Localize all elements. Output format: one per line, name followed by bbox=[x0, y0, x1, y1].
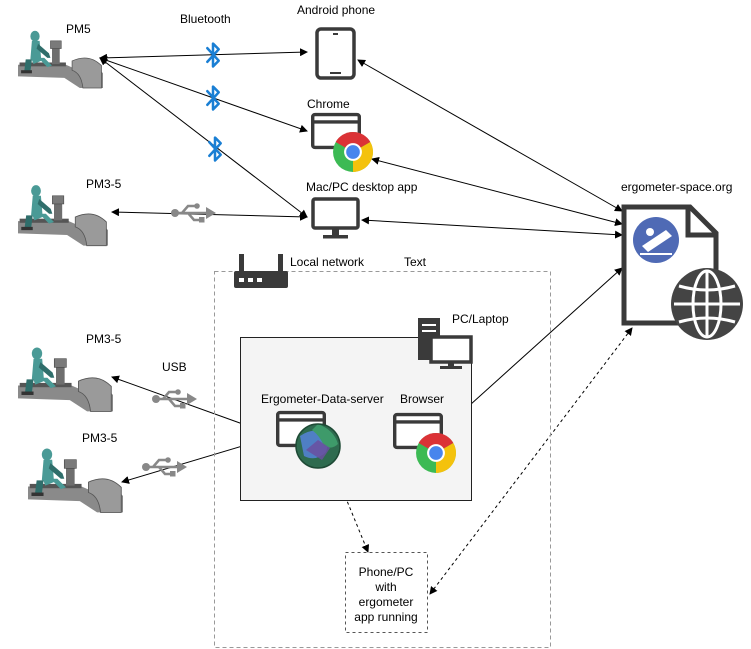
label-ergometer-space: ergometer-space.org bbox=[621, 180, 732, 194]
pm5-to-desktop bbox=[99, 57, 308, 218]
pm5-to-chrome bbox=[99, 56, 308, 133]
label-android-phone: Android phone bbox=[297, 3, 375, 17]
label-pm3-5-bottom: PM3-5 bbox=[82, 431, 118, 445]
usb-icon bbox=[170, 203, 218, 223]
chrome-to-site bbox=[371, 156, 623, 227]
connectors bbox=[99, 48, 633, 595]
pm5-to-android bbox=[99, 48, 308, 62]
phone-pc-box bbox=[345, 552, 428, 633]
phonepc-to-site bbox=[429, 327, 633, 595]
rowing-machine-icon bbox=[28, 447, 123, 513]
chrome-window-icon bbox=[311, 112, 373, 172]
rowing-machine-icon bbox=[18, 30, 103, 89]
monitor-icon bbox=[311, 197, 360, 239]
label-data-server: Ergometer-Data-server bbox=[261, 392, 384, 406]
label-desktop-app: Mac/PC desktop app bbox=[306, 180, 418, 194]
label-local-network: Local network bbox=[290, 255, 365, 269]
bluetooth-icon bbox=[206, 85, 220, 111]
label-pc-laptop: PC/Laptop bbox=[452, 312, 509, 326]
label-chrome: Chrome bbox=[307, 97, 350, 111]
rowing-machine-icon bbox=[18, 346, 113, 412]
label-phone-pc-4: app running bbox=[354, 610, 417, 624]
local-network-boundary bbox=[214, 271, 551, 648]
server-globe-icon bbox=[276, 410, 341, 469]
label-bluetooth: Bluetooth bbox=[180, 12, 231, 26]
label-pm3-5-mid: PM3-5 bbox=[86, 332, 122, 346]
globe-icon bbox=[671, 268, 743, 340]
pc-icon bbox=[418, 318, 473, 369]
tablet-icon bbox=[315, 27, 356, 80]
label-phone-pc-2: with bbox=[374, 580, 396, 594]
label-pm5: PM5 bbox=[66, 22, 91, 36]
label-text: Text bbox=[404, 255, 427, 269]
label-usb: USB bbox=[162, 360, 187, 374]
label-phone-pc-3: ergometer bbox=[359, 595, 414, 609]
label-pm3-5-top: PM3-5 bbox=[86, 177, 122, 191]
label-browser: Browser bbox=[400, 392, 444, 406]
desktop-to-site bbox=[361, 216, 623, 239]
label-phone-pc-1: Phone/PC bbox=[359, 565, 414, 579]
router-icon bbox=[234, 254, 288, 288]
rowing-machine-icon bbox=[18, 184, 108, 247]
